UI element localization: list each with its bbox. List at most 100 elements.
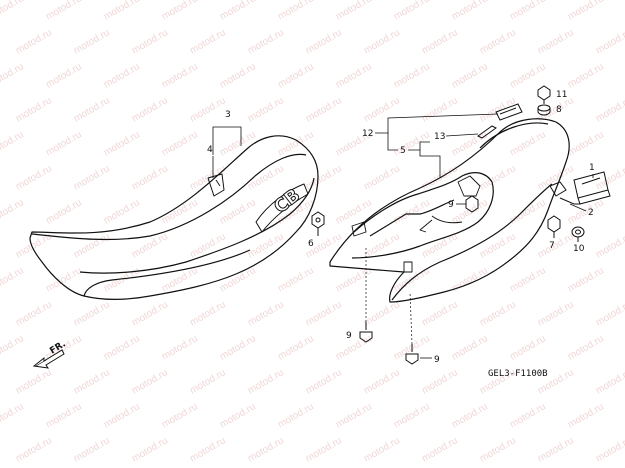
watermark-text: motod.ru [0, 0, 26, 23]
watermark-text: motod.ru [508, 197, 548, 226]
watermark-text: motod.ru [450, 265, 490, 294]
watermark-text: motod.ru [450, 197, 490, 226]
watermark-text: motod.ru [102, 333, 142, 362]
bolt-part-b[interactable] [359, 322, 373, 343]
watermark-text: motod.ru [450, 61, 490, 90]
watermark-text: motod.ru [362, 163, 402, 192]
watermark-text: motod.ru [72, 367, 112, 396]
leader-rubber [569, 203, 587, 212]
stay-part[interactable] [549, 171, 611, 205]
watermark-text: motod.ru [362, 435, 402, 464]
watermark-text: motod.ru [0, 265, 26, 294]
callout-seat-assy: 3 [212, 110, 242, 155]
svg-text:4: 4 [207, 145, 213, 155]
watermark-text: motod.ru [334, 265, 374, 294]
watermark-text: motod.ru [72, 27, 112, 56]
watermark-text: motod.ru [536, 27, 576, 56]
watermark-text: motod.ru [566, 333, 606, 362]
watermark-text: motod.ru [102, 197, 142, 226]
watermark-text: motod.ru [566, 401, 606, 430]
seat-nut-part[interactable] [311, 211, 325, 236]
watermark-text: motod.ru [450, 333, 490, 362]
watermark-text: motod.ru [304, 435, 344, 464]
watermark-text: motod.ru [0, 129, 26, 158]
svg-text:5: 5 [400, 146, 406, 156]
watermark-text: motod.ru [44, 0, 84, 23]
watermark-text: motod.ru [566, 197, 606, 226]
callout-grommet: 10 [573, 244, 585, 254]
watermark-text: motod.ru [362, 367, 402, 396]
watermark-text: motod.ru [478, 435, 518, 464]
watermark-text: motod.ru [72, 95, 112, 124]
callout-screw: 8 [556, 105, 562, 115]
bolt-part-a[interactable] [465, 195, 479, 213]
watermark-text: motod.ru [276, 401, 316, 430]
watermark-text: motod.ru [160, 129, 200, 158]
watermark-text: motod.ru [362, 27, 402, 56]
watermark-text: motod.ru [130, 367, 170, 396]
rear-cowl-drawing[interactable] [329, 118, 570, 303]
svg-text:13: 13 [434, 132, 445, 142]
watermark-text: motod.ru [276, 265, 316, 294]
watermark-text: motod.ru [14, 435, 54, 464]
watermark-text: motod.ru [44, 401, 84, 430]
watermark-text: motod.ru [160, 401, 200, 430]
watermark-text: motod.ru [392, 401, 432, 430]
watermark-text: motod.ru [246, 367, 286, 396]
watermark-text: motod.ru [14, 367, 54, 396]
watermark-text: motod.ru [536, 231, 576, 260]
watermark-text: motod.ru [566, 265, 606, 294]
watermark-text: motod.ru [566, 61, 606, 90]
watermark-text: motod.ru [536, 435, 576, 464]
watermark-text: motod.ru [420, 435, 460, 464]
collar-part[interactable] [547, 215, 561, 238]
watermark-text: motod.ru [508, 265, 548, 294]
watermark-text: motod.ru [334, 61, 374, 90]
watermark-text: motod.ru [276, 61, 316, 90]
svg-text:3: 3 [225, 110, 231, 120]
bolt-part-c[interactable] [405, 344, 419, 365]
watermark-text: motod.ru [334, 0, 374, 23]
watermark-text: motod.ru [14, 95, 54, 124]
watermark-text: motod.ru [246, 231, 286, 260]
seat-drawing[interactable] [29, 135, 319, 300]
callout-collar: 7 [549, 241, 555, 251]
watermark-text: motod.ru [0, 333, 26, 362]
watermark-text: motod.ru [218, 333, 258, 362]
leader-bolt-c [409, 291, 413, 345]
watermark-text: motod.ru [594, 435, 625, 464]
diagram-code: GEL3-F1100B [488, 369, 548, 379]
watermark-text: motod.ru [102, 129, 142, 158]
callout-seat-cover: 4 [207, 145, 214, 178]
watermark-text: motod.ru [334, 401, 374, 430]
watermark-text: motod.ru [536, 299, 576, 328]
callout-rubber: 2 [588, 208, 594, 218]
watermark-text: motod.ru [420, 299, 460, 328]
watermark-text: motod.ru [44, 197, 84, 226]
callout-bolt-b: 9 [346, 331, 352, 341]
watermark-text: motod.ru [130, 95, 170, 124]
watermark-text: motod.ru [72, 435, 112, 464]
watermark-text: motod.ru [102, 401, 142, 430]
watermark-text: motod.ru [218, 401, 258, 430]
watermark-text: motod.ru [130, 435, 170, 464]
washer-part[interactable] [537, 85, 551, 104]
watermark-text: motod.ru [420, 367, 460, 396]
emblem-part[interactable] [495, 103, 523, 121]
watermark-text: motod.ru [594, 367, 625, 396]
watermark-text: motod.ru [188, 435, 228, 464]
watermark-text: motod.ru [362, 95, 402, 124]
watermark-text: motod.ru [508, 401, 548, 430]
svg-text:12: 12 [362, 129, 373, 139]
watermark-text: motod.ru [188, 231, 228, 260]
watermark-text: motod.ru [44, 61, 84, 90]
grommet-part[interactable] [571, 226, 585, 242]
watermark-text: motod.ru [246, 27, 286, 56]
watermark-text: motod.ru [594, 95, 625, 124]
watermark-text: motod.ru [478, 27, 518, 56]
stripe-decal-part[interactable] [477, 125, 497, 139]
watermark-text: motod.ru [478, 163, 518, 192]
watermark-text: motod.ru [246, 435, 286, 464]
watermark-text: motod.ru [334, 197, 374, 226]
screw-part[interactable] [537, 104, 551, 116]
